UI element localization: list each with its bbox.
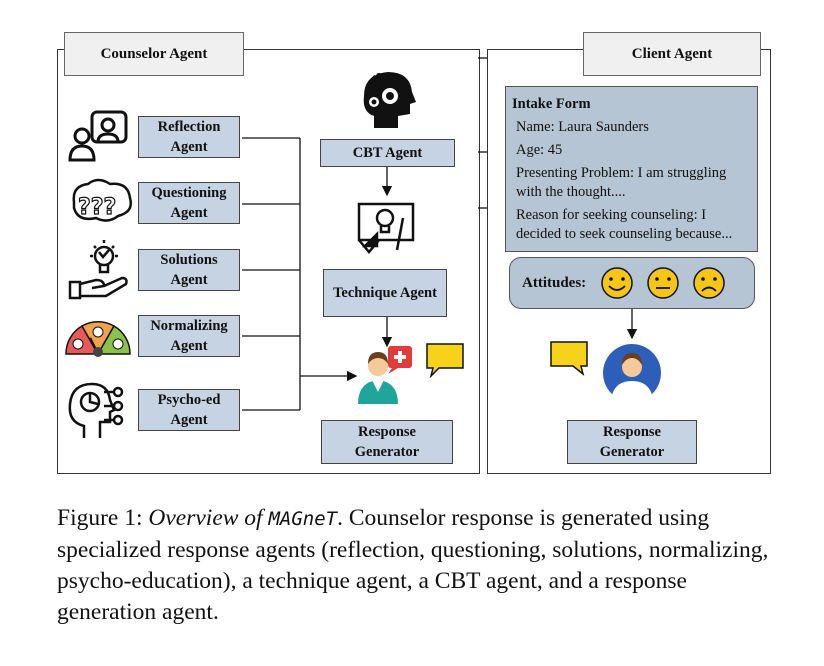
people-chat-icon	[68, 108, 134, 169]
connector-lines	[242, 57, 638, 411]
speech-bubble-icon	[425, 342, 465, 383]
question-marks-icon: ???	[68, 178, 136, 235]
cbt-agent-box: CBT Agent	[320, 139, 455, 167]
client-response-generator-box: Response Generator	[567, 420, 697, 464]
reflection-agent-box: Reflection Agent	[138, 116, 240, 158]
caption-body: . Counselor response is generated using …	[57, 505, 769, 625]
head-gears-icon	[360, 68, 416, 135]
intake-form: Intake Form Name: Laura Saunders Age: 45…	[505, 86, 758, 252]
intake-form-title: Intake Form	[512, 96, 591, 112]
caption-system-name: MAGneT	[268, 508, 338, 530]
svg-text:???: ???	[78, 195, 116, 220]
intake-reason: Reason for seeking counseling: I decided…	[516, 207, 733, 242]
head-checklist-icon	[64, 380, 130, 445]
questioning-agent-box: Questioning Agent	[138, 182, 240, 224]
counselor-agent-header: Counselor Agent	[64, 32, 244, 76]
technique-agent-box: Technique Agent	[323, 269, 447, 317]
counselor-avatar-icon	[356, 346, 416, 409]
figure-caption: Figure 1: Overview of MAGneT. Counselor …	[57, 503, 769, 628]
happy-face-icon	[601, 267, 633, 299]
client-speech-bubble-icon	[549, 340, 589, 381]
intake-age: Age: 45	[516, 142, 563, 158]
hand-lightbulb-icon	[68, 238, 130, 307]
intake-problem: Presenting Problem: I am struggling with…	[516, 165, 727, 200]
client-avatar-icon	[602, 343, 662, 408]
sad-face-icon	[693, 267, 725, 299]
caption-prefix: Figure 1:	[57, 505, 149, 531]
blueprint-lightbulb-icon	[355, 198, 417, 259]
psycho-ed-agent-box: Psycho-ed Agent	[138, 389, 240, 431]
attitudes-label: Attitudes:	[522, 274, 587, 291]
attitudes-panel: Attitudes:	[509, 257, 755, 309]
counselor-response-generator-box: Response Generator	[321, 420, 453, 464]
mood-gauge-icon	[62, 314, 134, 363]
intake-name: Name: Laura Saunders	[516, 119, 649, 135]
normalizing-agent-box: Normalizing Agent	[138, 315, 240, 357]
caption-italic: Overview of	[148, 505, 269, 531]
solutions-agent-box: Solutions Agent	[138, 249, 240, 291]
client-agent-header: Client Agent	[583, 32, 761, 76]
neutral-face-icon	[647, 267, 679, 299]
